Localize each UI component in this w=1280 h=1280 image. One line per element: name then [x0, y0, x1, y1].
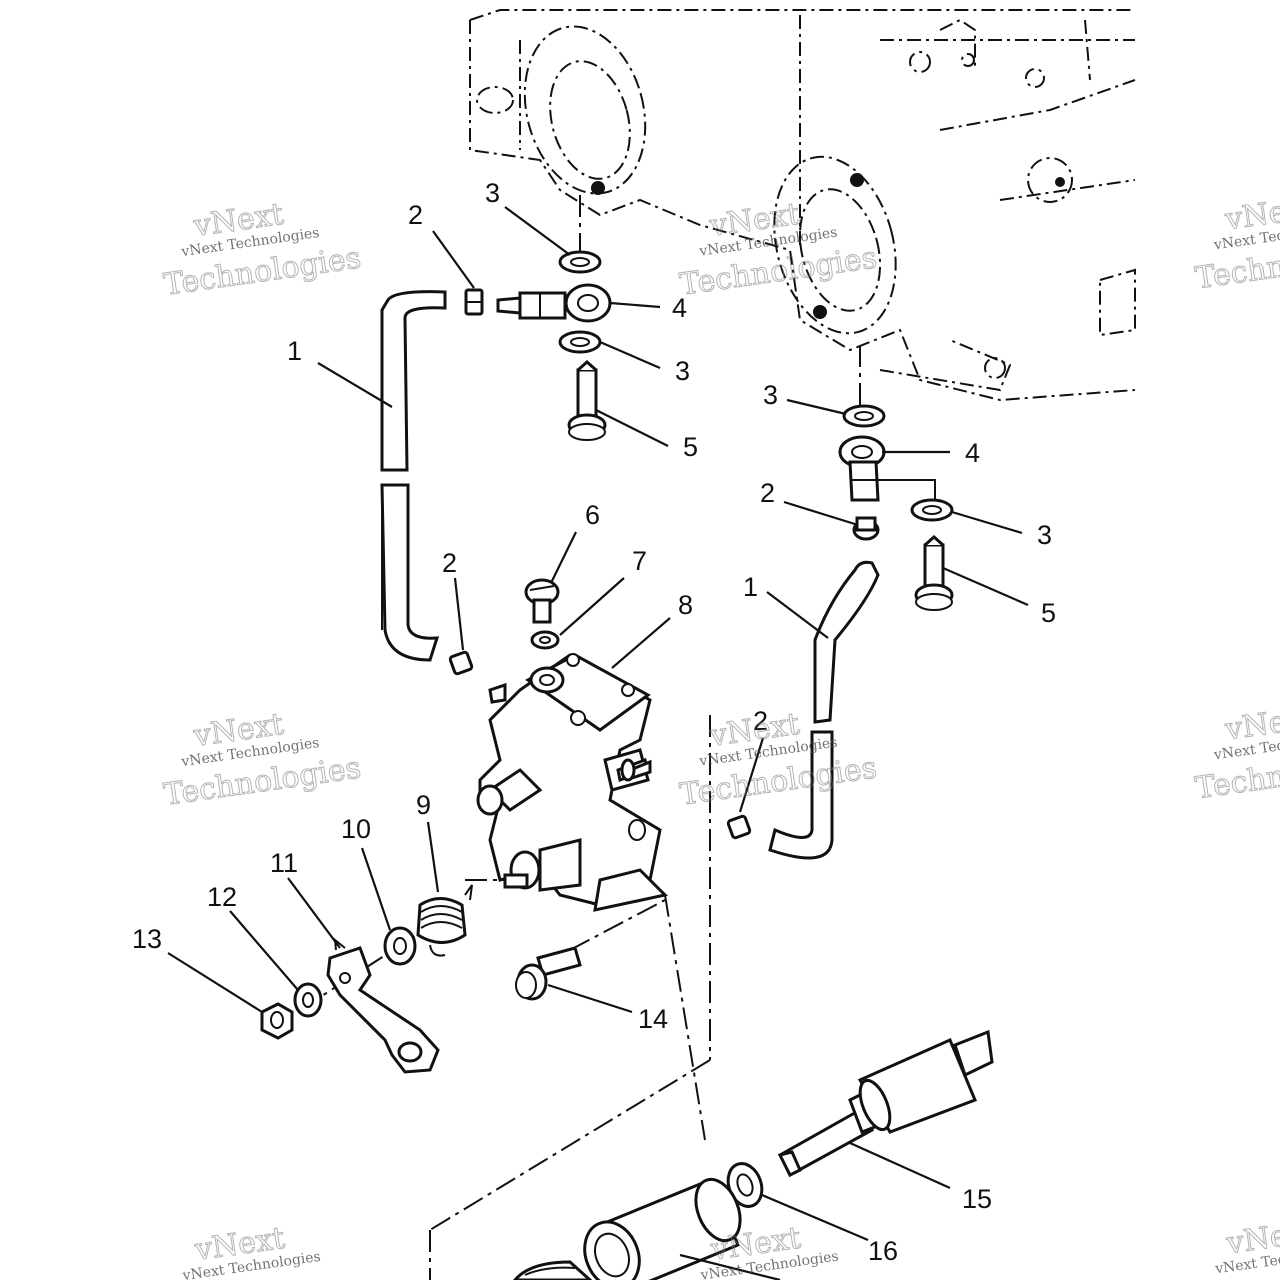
callout-10: 10 [341, 814, 371, 844]
oil-hose-left [380, 290, 447, 662]
callout-1-left: 1 [287, 336, 302, 366]
callout-15: 15 [962, 1184, 992, 1214]
watermark-top-left: vNext vNext Technologies Technologies [161, 196, 363, 303]
callout-3-right-upper: 3 [763, 380, 778, 410]
watermark-bottom-left: vNext vNext Technologies [181, 1220, 322, 1280]
hose-clamp-right-upper [852, 516, 880, 541]
lock-nut [260, 1002, 294, 1040]
return-spring [416, 884, 473, 957]
hose-clamp-pump-right [726, 814, 752, 840]
callout-2-right: 2 [760, 478, 775, 508]
callout-2-top: 2 [408, 200, 423, 230]
callout-2-pump-left: 2 [442, 548, 457, 578]
watermark-middle-right: vNext vNext Technologies Technologies [1193, 700, 1280, 807]
hose-clamp-pump-left [448, 650, 474, 676]
callout-labels: 1 1 2 2 2 2 3 3 3 3 4 4 5 5 6 7 8 9 10 1… [132, 178, 1056, 1266]
leader-lines [167, 206, 1029, 1280]
callout-5-left: 5 [683, 432, 698, 462]
watermark-top-center: vNext vNext Technologies Technologies [677, 196, 879, 303]
watermark-middle-center: vNext vNext Technologies Technologies [677, 706, 879, 813]
watermark-bottom-right: vNext vNext Technologies [1213, 1214, 1280, 1278]
callout-7: 7 [632, 546, 647, 576]
pump-mounting-bolt [515, 946, 582, 1001]
callout-4-right: 4 [965, 438, 980, 468]
drive-bushing [583, 1177, 742, 1280]
callout-14: 14 [638, 1004, 668, 1034]
watermark-top-right: vNext vNext Technologies Technologies [1193, 190, 1280, 297]
callout-3-left-lower: 3 [675, 356, 690, 386]
callout-3-right-lower: 3 [1037, 520, 1052, 550]
callout-1-right: 1 [743, 572, 758, 602]
hose-clamp-top [464, 288, 484, 316]
callout-8: 8 [678, 590, 693, 620]
callout-2-pump-right: 2 [753, 706, 768, 736]
callout-13: 13 [132, 924, 162, 954]
washer-left-upper [558, 250, 602, 274]
callout-5-right: 5 [1041, 598, 1056, 628]
callout-16: 16 [868, 1236, 898, 1266]
pump-drive-gear-shaft [777, 1029, 994, 1178]
banjo-bolt-left [567, 359, 607, 441]
washer-right-upper [842, 404, 886, 428]
callout-4-left: 4 [672, 293, 687, 323]
callout-12: 12 [207, 882, 237, 912]
oil-pump-assembly [476, 653, 669, 912]
callout-11: 11 [270, 848, 298, 878]
banjo-fitting-left [496, 283, 612, 323]
watermark-middle-left: vNext vNext Technologies Technologies [161, 706, 363, 813]
washer-right-lower [910, 498, 954, 522]
lever-washer [383, 926, 417, 966]
washer-left-lower [558, 330, 602, 354]
callout-3-top: 3 [485, 178, 500, 208]
pump-control-lever [326, 937, 440, 1074]
callout-9: 9 [416, 790, 431, 820]
callout-6: 6 [585, 500, 600, 530]
banjo-fitting-right [838, 435, 886, 502]
banjo-bolt-right [914, 534, 954, 611]
plug-screw [524, 578, 560, 624]
sealing-washer [530, 630, 560, 650]
lock-washer [293, 982, 323, 1018]
oil-hose-right [768, 560, 880, 860]
drive-spring [513, 1260, 593, 1280]
engine-cylinder-outline [469, 9, 1136, 402]
